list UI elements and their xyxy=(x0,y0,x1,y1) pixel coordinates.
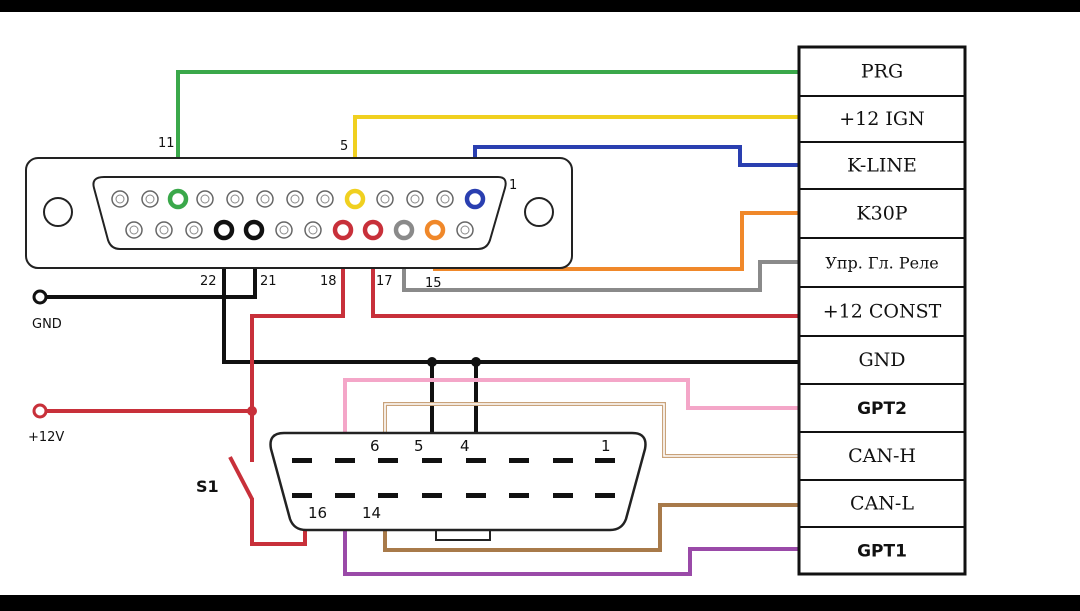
db25-pin xyxy=(213,219,235,241)
wire-canl xyxy=(383,494,800,552)
obd2-pin xyxy=(335,493,355,498)
gnd-label: GND xyxy=(32,317,62,332)
obd2-pin-label-14: 14 xyxy=(362,504,381,522)
wire-gnd-main xyxy=(222,230,800,364)
wire-canh-inner xyxy=(384,403,800,460)
obd2-pin-label-16: 16 xyxy=(308,504,327,522)
signal-label: GPT1 xyxy=(857,542,907,562)
obd2-pin xyxy=(466,493,486,498)
db25-pin-label-18: 18 xyxy=(320,274,337,289)
db25-pin-inner xyxy=(460,225,470,235)
obd2-pin xyxy=(378,458,398,463)
db25-body xyxy=(92,176,507,250)
obd2-pin xyxy=(466,458,486,463)
db25-pin-inner xyxy=(129,225,139,235)
wire-prg xyxy=(176,70,800,199)
db25-pin-inner xyxy=(320,194,330,204)
wire-gpt2 xyxy=(343,378,800,460)
junction-dot xyxy=(471,357,481,367)
obd2-pin-label-4: 4 xyxy=(460,437,470,455)
obd2-pin xyxy=(378,493,398,498)
wire-18-12v xyxy=(250,230,345,462)
obd2-pin xyxy=(595,458,615,463)
db25-pin-inner xyxy=(189,225,199,235)
wire-relay xyxy=(402,230,800,292)
db25-pin-inner xyxy=(159,225,169,235)
junction-dot xyxy=(427,357,437,367)
db25-connector xyxy=(25,157,573,269)
db25-pin-inner xyxy=(410,194,420,204)
db25-pin xyxy=(332,219,354,241)
obd2-pin xyxy=(595,493,615,498)
obd2-pin xyxy=(335,458,355,463)
obd2-connector xyxy=(269,431,647,541)
obd2-pin xyxy=(553,458,573,463)
db25-pin-inner xyxy=(260,194,270,204)
signal-table-frame xyxy=(797,45,967,576)
signal-label: GND xyxy=(858,349,905,371)
db25-pin-inner xyxy=(200,194,210,204)
db25-pin-label-17: 17 xyxy=(376,274,393,289)
db25-pin-label-11: 11 xyxy=(158,136,175,151)
obd2-pin xyxy=(422,493,442,498)
db25-pin-label-1: 1 xyxy=(509,178,517,193)
db25-pin-inner xyxy=(380,194,390,204)
db25-pin xyxy=(424,219,446,241)
db25-pin xyxy=(393,219,415,241)
switch-s1 xyxy=(228,456,254,500)
obd2-pin-label-5: 5 xyxy=(414,437,424,455)
obd2-pin-label-6: 6 xyxy=(370,437,380,455)
db25-pin-inner xyxy=(440,194,450,204)
plus12-label: +12V xyxy=(28,430,64,445)
db25-pin xyxy=(362,219,384,241)
db25-pin xyxy=(167,188,189,210)
db25-pin xyxy=(243,219,265,241)
signal-label: CAN-H xyxy=(848,445,916,467)
db25-pin-inner xyxy=(230,194,240,204)
obd2-pin xyxy=(292,493,312,498)
switch-s1-label: S1 xyxy=(196,477,219,496)
obd2-body xyxy=(269,431,647,532)
signal-label: +12 CONST xyxy=(823,301,942,323)
signal-label: CAN-L xyxy=(850,493,914,515)
db25-pin-label-22: 22 xyxy=(200,274,217,289)
obd2-pin xyxy=(553,493,573,498)
junction-dot xyxy=(247,406,257,416)
db25-pin-label-15: 15 xyxy=(425,276,442,291)
obd2-pin xyxy=(509,458,529,463)
db25-pin-label-21: 21 xyxy=(260,274,277,289)
obd2-pin xyxy=(509,493,529,498)
db25-pin-label-5: 5 xyxy=(340,139,348,154)
signal-label: PRG xyxy=(861,61,903,83)
db25-pin-inner xyxy=(279,225,289,235)
db25-pin-inner xyxy=(290,194,300,204)
db25-pin xyxy=(464,188,486,210)
db25-mount-hole-right xyxy=(524,197,554,227)
gnd-terminal xyxy=(32,289,48,305)
db25-pin-inner xyxy=(115,194,125,204)
obd2-pin xyxy=(292,458,312,463)
db25-pin-inner xyxy=(308,225,318,235)
db25-mount-hole-left xyxy=(43,197,73,227)
signal-table: PRG +12 IGN K-LINE K30P Упр. Гл. Реле +12 CON… xyxy=(797,45,967,576)
signal-label: K-LINE xyxy=(847,155,917,177)
obd2-pin xyxy=(422,458,442,463)
obd2-pin-label-1: 1 xyxy=(601,437,611,455)
signal-label: K30P xyxy=(856,203,907,225)
signal-label: GPT2 xyxy=(857,399,907,419)
signal-label: +12 IGN xyxy=(839,108,924,130)
signal-label: Упр. Гл. Реле xyxy=(825,254,938,273)
db25-pin-inner xyxy=(145,194,155,204)
wire-gpt1 xyxy=(343,494,800,576)
db25-pin xyxy=(344,188,366,210)
plus12-terminal xyxy=(32,403,48,419)
